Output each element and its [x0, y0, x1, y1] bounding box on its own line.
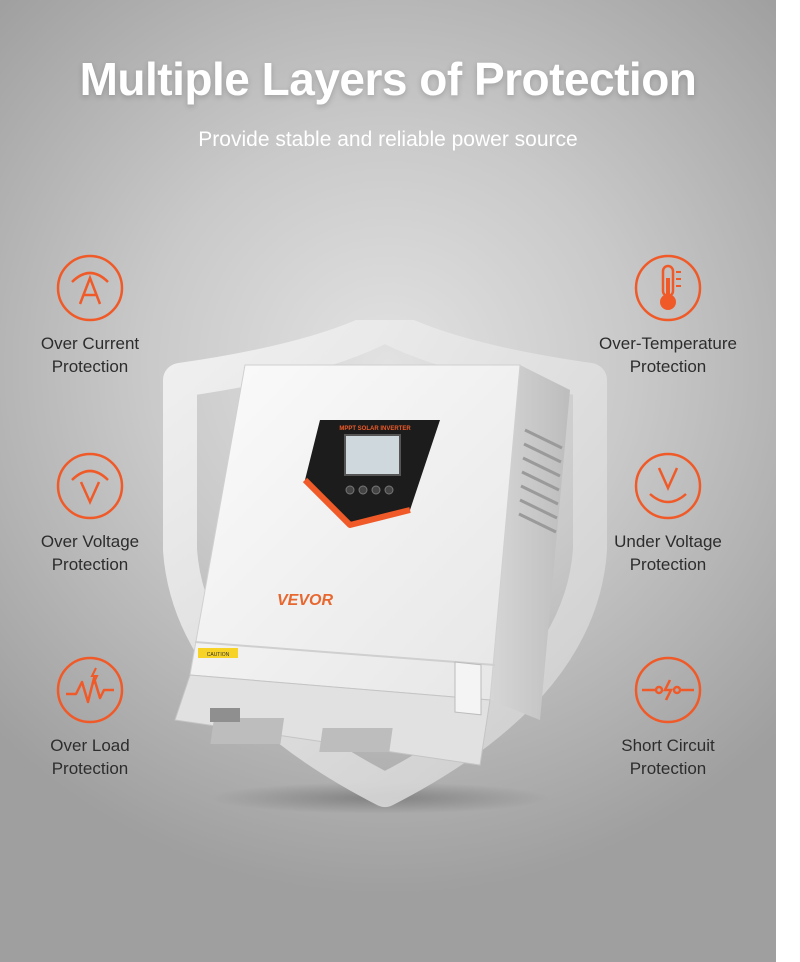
feature-label-line1: Over Voltage	[40, 532, 140, 551]
right-margin	[776, 0, 800, 962]
inverter-base	[174, 674, 491, 766]
caution-label: CAUTION	[207, 652, 230, 658]
feature-label-line2: Protection	[629, 357, 707, 376]
feature-under-voltage: Under Voltage Protection	[578, 450, 758, 576]
feature-label-line2: Protection	[51, 555, 129, 574]
page-subtitle: Provide stable and reliable power source	[198, 128, 578, 151]
inverter-side	[490, 365, 570, 720]
feature-short-circuit: Short Circuit Protection	[578, 654, 758, 780]
lcd-screen	[344, 434, 401, 476]
feature-label-line1: Over-Temperature	[599, 334, 737, 353]
feature-over-voltage: Over Voltage Protection	[0, 450, 180, 576]
spec-label	[454, 661, 482, 716]
feature-over-current: Over Current Protection	[0, 252, 180, 378]
inverter-product-image: MPPT SOLAR INVERTER VEVOR CAUTION	[163, 320, 607, 814]
page-title: Multiple Layers of Protection	[79, 53, 697, 105]
panel-model-label: MPPT SOLAR INVERTER	[339, 426, 411, 432]
under-voltage-icon	[634, 452, 702, 520]
feature-label-line2: Protection	[51, 357, 129, 376]
brand-logo: VEVOR	[277, 592, 333, 609]
heatsink-fins	[518, 428, 563, 534]
vent-grills	[210, 708, 393, 752]
shield-outline	[163, 320, 607, 807]
feature-over-load: Over Load Protection	[0, 654, 180, 780]
feature-label-line1: Over Load	[50, 736, 130, 755]
panel-buttons	[345, 485, 394, 495]
load-pulse-icon	[56, 656, 124, 724]
caution-sticker	[198, 648, 238, 658]
feature-label-line1: Over Current	[40, 334, 140, 353]
feature-label-line2: Protection	[629, 555, 707, 574]
thermometer-icon	[634, 254, 702, 322]
ammeter-icon	[56, 254, 124, 322]
feature-label-line2: Protection	[51, 759, 129, 778]
short-circuit-icon	[634, 656, 702, 724]
feature-over-temperature: Over-Temperature Protection	[578, 252, 758, 378]
feature-label-line2: Protection	[629, 759, 707, 778]
over-voltage-icon	[56, 452, 124, 520]
feature-label-line1: Short Circuit	[621, 736, 715, 755]
product-banner: Multiple Layers of Protection Provide st…	[0, 0, 776, 962]
feature-label-line1: Under Voltage	[614, 532, 722, 551]
inverter-front	[189, 364, 521, 701]
